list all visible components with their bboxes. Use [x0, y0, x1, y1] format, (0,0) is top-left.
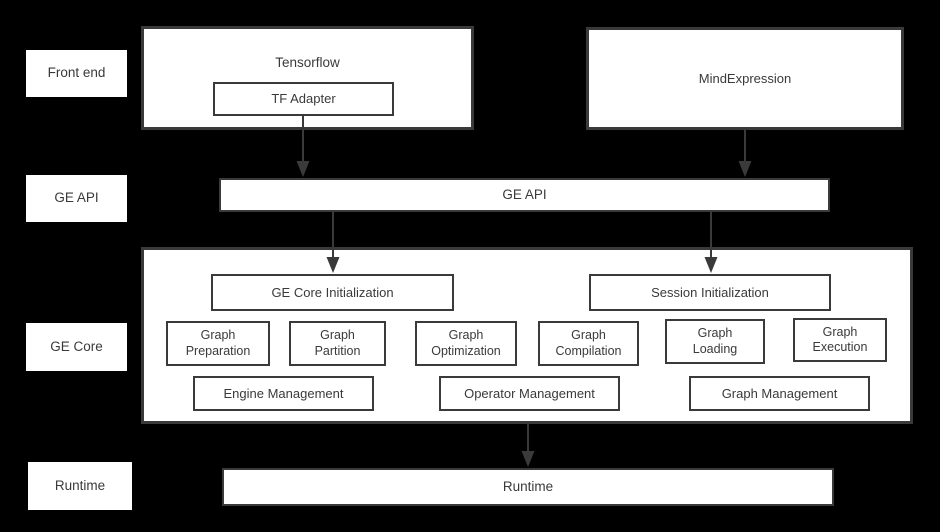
- tf-adapter-box[interactable]: TF Adapter: [213, 82, 394, 116]
- graph-execution-box[interactable]: Graph Execution: [793, 318, 887, 362]
- ge-core-initialization-box[interactable]: GE Core Initialization: [211, 274, 454, 311]
- arrow-ge-api-to-session-initialization: [701, 211, 721, 275]
- graph-partition-box[interactable]: Graph Partition: [289, 321, 386, 366]
- tier-label-front-end: Front end: [26, 50, 127, 97]
- mindexpression-container: MindExpression: [586, 27, 904, 130]
- arrow-mindexpression-to-ge-api: [735, 129, 755, 179]
- arrow-tf-adapter-to-ge-api: [293, 115, 313, 179]
- operator-management-box[interactable]: Operator Management: [439, 376, 620, 411]
- tier-label-ge-core: GE Core: [26, 323, 127, 371]
- tensorflow-label: Tensorflow: [275, 55, 340, 70]
- graph-loading-box[interactable]: Graph Loading: [665, 319, 765, 364]
- graph-compilation-box[interactable]: Graph Compilation: [538, 321, 639, 366]
- runtime-bar[interactable]: Runtime: [222, 468, 834, 506]
- session-initialization-box[interactable]: Session Initialization: [589, 274, 831, 311]
- tier-label-ge-api: GE API: [26, 175, 127, 222]
- arrow-ge-core-to-runtime: [518, 423, 538, 469]
- graph-preparation-box[interactable]: Graph Preparation: [166, 321, 270, 366]
- ge-api-bar[interactable]: GE API: [219, 178, 830, 212]
- mindexpression-label: MindExpression: [698, 70, 792, 86]
- arrow-ge-api-to-ge-core-initialization: [323, 211, 343, 275]
- graph-optimization-box[interactable]: Graph Optimization: [415, 321, 517, 366]
- graph-management-box[interactable]: Graph Management: [689, 376, 870, 411]
- engine-management-box[interactable]: Engine Management: [193, 376, 374, 411]
- tier-label-runtime: Runtime: [28, 462, 132, 510]
